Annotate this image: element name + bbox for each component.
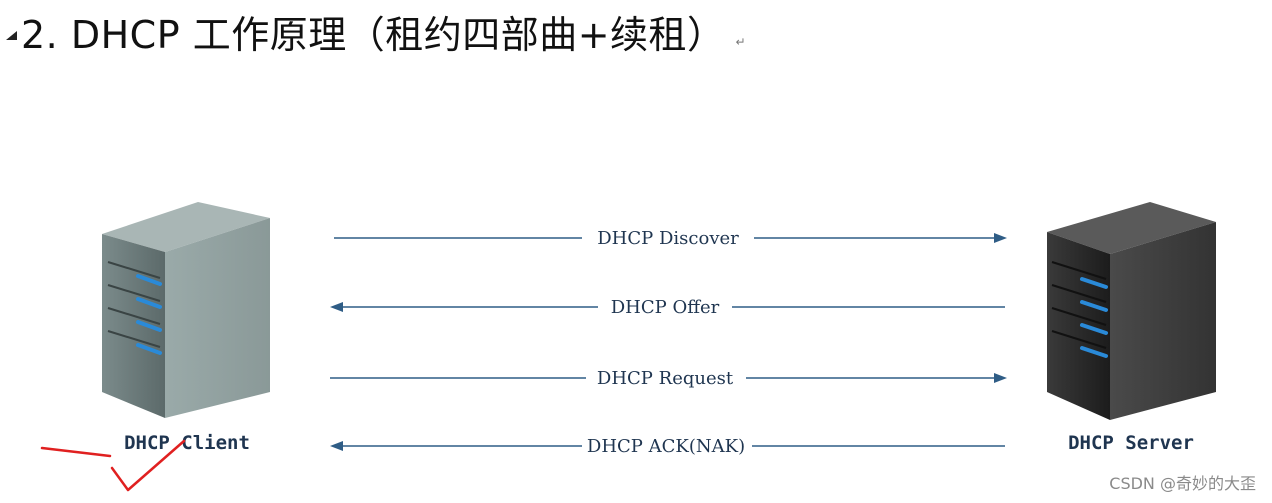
heading-bullet-icon	[6, 30, 17, 40]
message-label: DHCP Discover	[597, 228, 739, 249]
arrowhead-right-icon	[994, 373, 1007, 383]
message-label: DHCP Offer	[611, 297, 720, 318]
message-ack-nak: DHCP ACK(NAK)	[330, 436, 1005, 457]
client-label: DHCP Client	[124, 432, 250, 454]
server-label: DHCP Server	[1068, 432, 1194, 454]
dhcp-server-icon	[1047, 202, 1216, 420]
heading-title: 2. DHCP 工作原理（租约四部曲+续租）	[21, 12, 726, 57]
message-offer: DHCP Offer	[330, 297, 1005, 318]
arrowhead-left-icon	[330, 441, 343, 451]
arrowhead-left-icon	[330, 302, 343, 312]
client-server-icon	[102, 202, 270, 418]
red-checkmark-annotation	[40, 439, 186, 492]
message-label: DHCP ACK(NAK)	[587, 436, 745, 457]
message-discover: DHCP Discover	[334, 228, 1007, 249]
message-label: DHCP Request	[597, 368, 734, 389]
arrowhead-right-icon	[994, 233, 1007, 243]
paragraph-mark-icon: ↵	[735, 35, 746, 49]
watermark: CSDN @奇妙的大歪	[1109, 474, 1256, 493]
message-request: DHCP Request	[330, 368, 1007, 389]
section-heading: 2. DHCP 工作原理（租约四部曲+续租） ↵	[6, 6, 746, 57]
